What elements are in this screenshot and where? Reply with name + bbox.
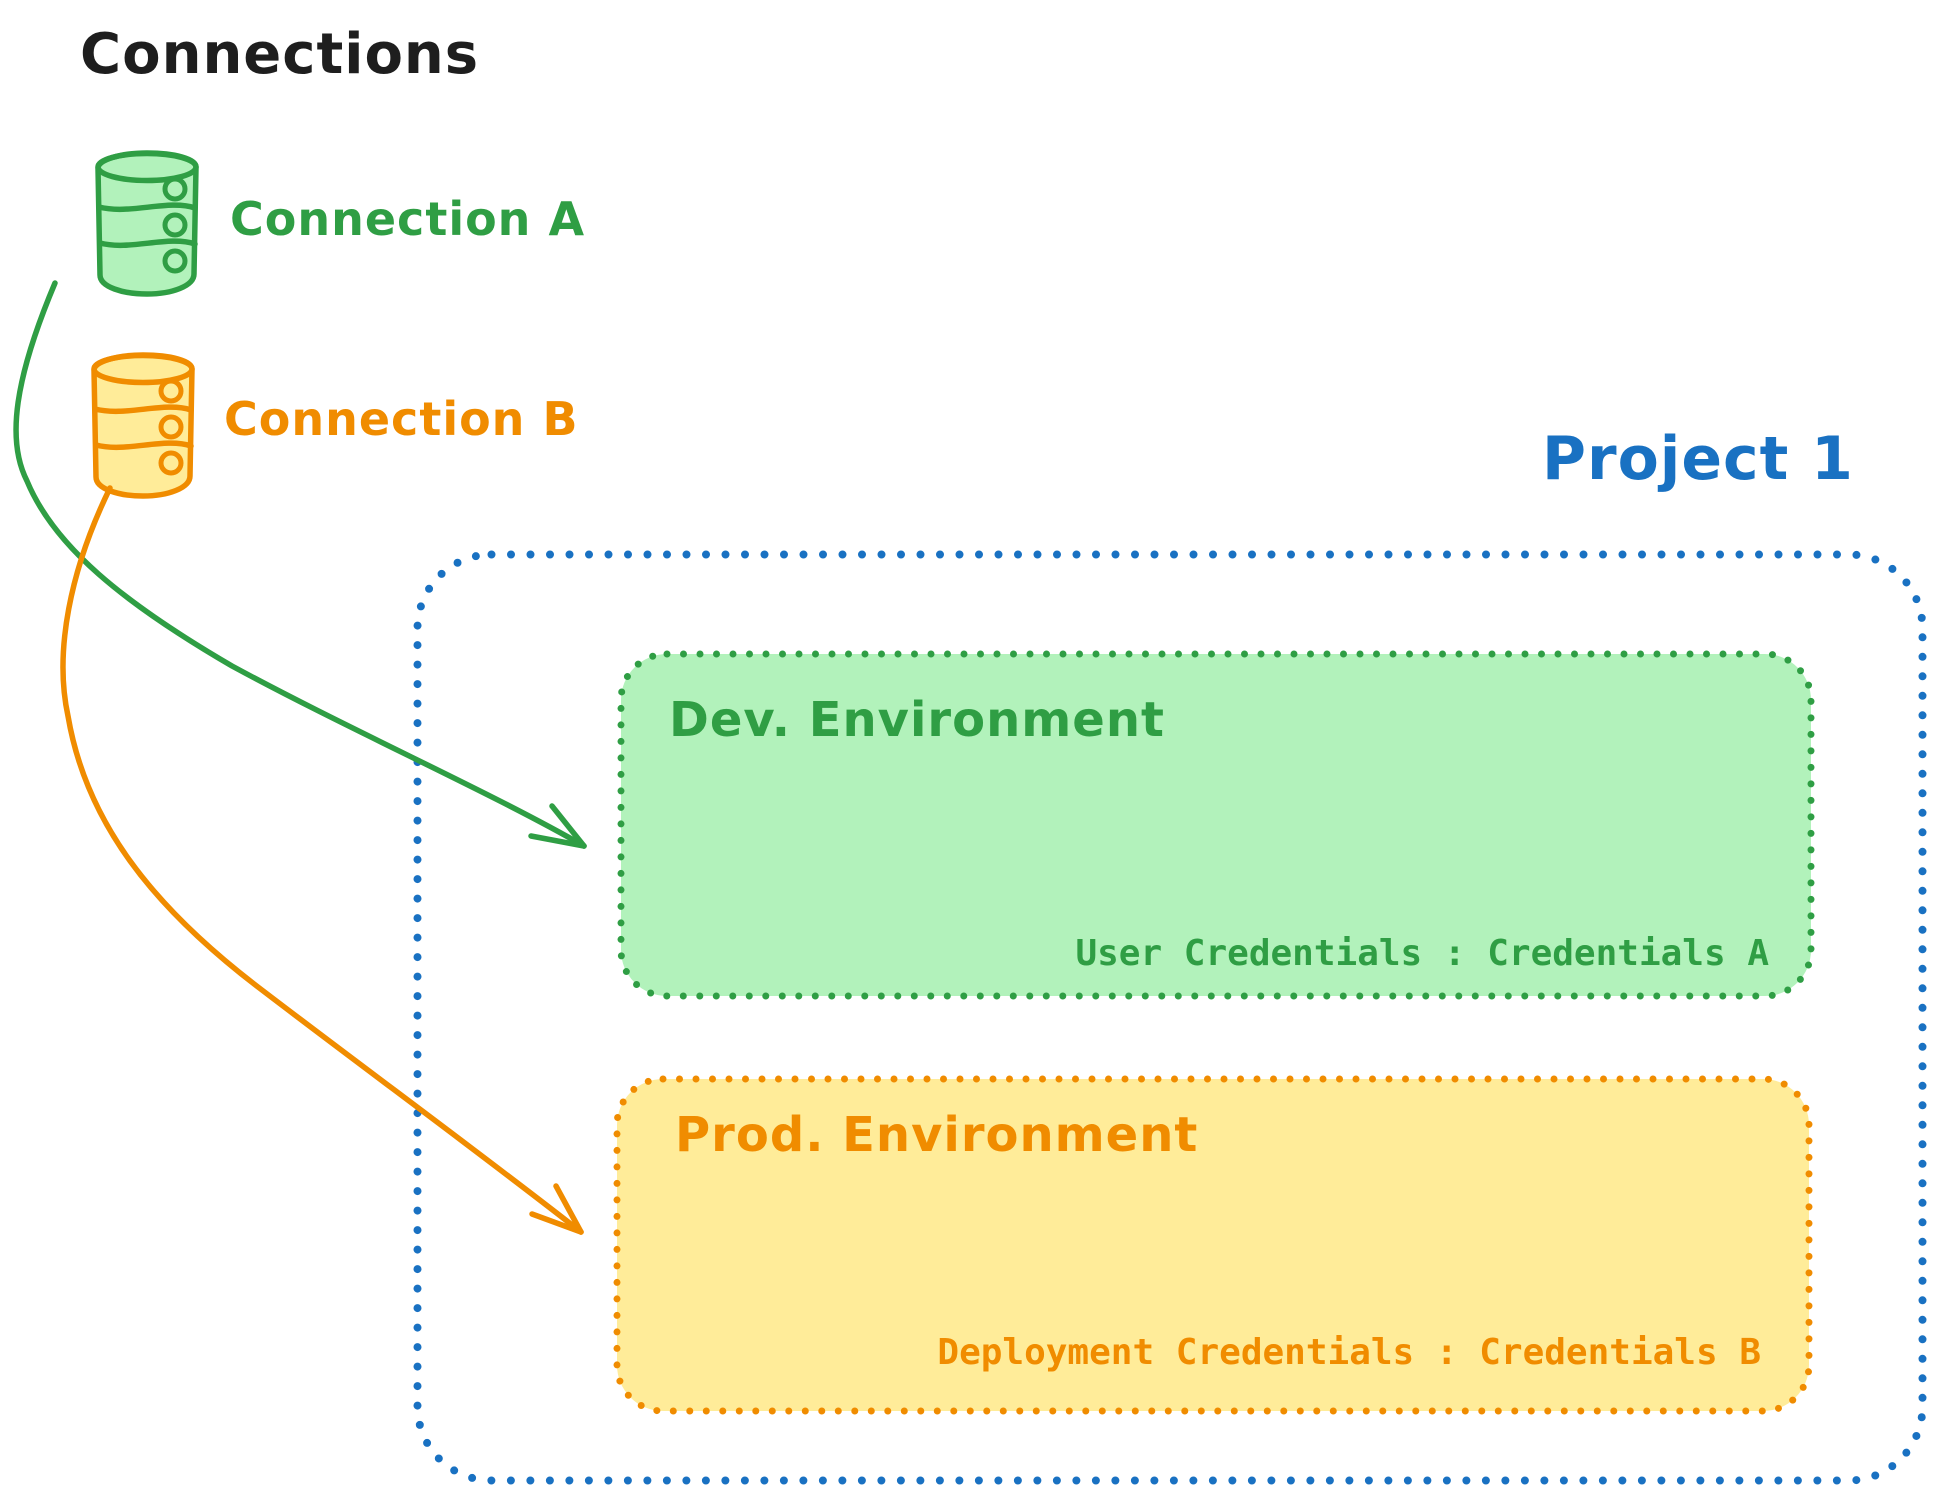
dev-environment-border xyxy=(617,650,1815,1000)
connection-a-label: Connection A xyxy=(230,192,586,246)
dev-environment-box: Dev. Environment User Credentials : Cred… xyxy=(617,650,1815,1000)
database-icon-connection-b xyxy=(91,352,195,499)
prod-environment-box: Prod. Environment Deployment Credentials… xyxy=(613,1075,1813,1415)
database-icon-connection-a xyxy=(95,150,199,297)
dev-credentials-text: User Credentials : Credentials A xyxy=(1075,933,1769,974)
prod-environment-title: Prod. Environment xyxy=(675,1107,1199,1163)
prod-credentials-text: Deployment Credentials : Credentials B xyxy=(937,1332,1761,1373)
connection-b-label: Connection B xyxy=(224,392,579,446)
project-title: Project 1 xyxy=(1542,424,1854,494)
prod-environment-border xyxy=(613,1075,1813,1415)
connections-title: Connections xyxy=(80,22,480,87)
dev-environment-title: Dev. Environment xyxy=(669,692,1165,748)
